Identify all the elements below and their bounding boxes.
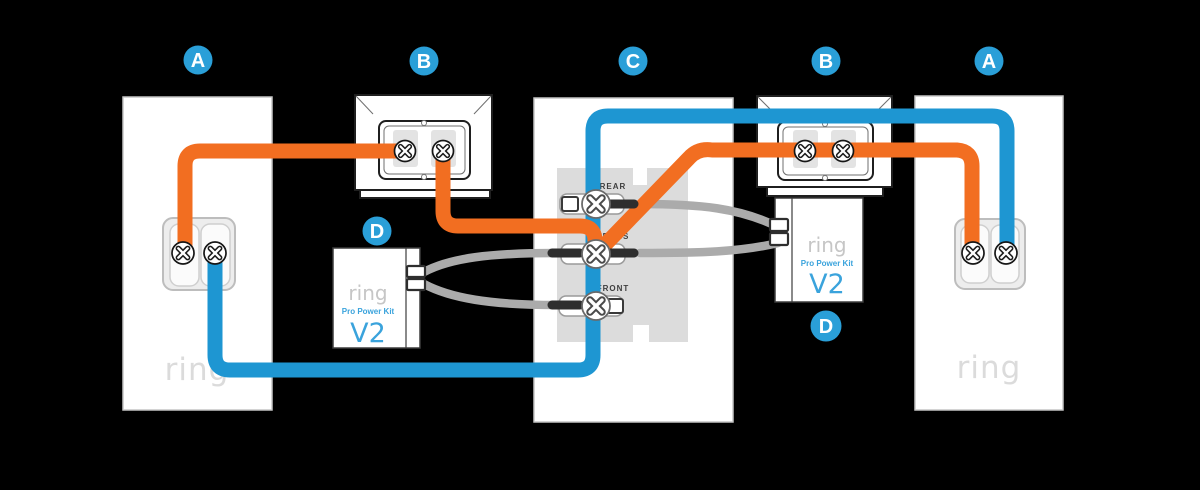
terminal-front-screw-icon — [581, 291, 611, 321]
screw-icon — [994, 241, 1018, 265]
terminal-rear-screw-icon — [581, 189, 611, 219]
badge-d-right: D — [810, 310, 842, 342]
kit-brand-left: ring — [348, 281, 387, 305]
svg-text:A: A — [982, 51, 996, 73]
terminal-label-rear: REAR — [600, 182, 627, 191]
badge-d-left: D — [362, 216, 392, 246]
svg-text:B: B — [819, 51, 833, 73]
svg-text:A: A — [191, 50, 205, 72]
kit-connector-right-top — [768, 217, 790, 233]
svg-text:D: D — [819, 316, 833, 338]
kit-connector-right-bottom — [768, 231, 790, 247]
wire-orange-left — [177, 143, 414, 261]
wire-gray-right-rear — [635, 199, 783, 232]
kit-name-right: Pro Power Kit — [801, 259, 854, 268]
kit-name-left: Pro Power Kit — [342, 307, 395, 316]
badge-c: C — [618, 46, 648, 76]
badge-a-right: A — [974, 46, 1004, 76]
terminal-label-front: FRONT — [597, 284, 630, 293]
screw-icon — [171, 241, 195, 265]
terminal-trans-screw-icon — [581, 239, 611, 269]
badge-a-left: A — [183, 45, 213, 75]
wires-gray — [419, 199, 783, 310]
pro-power-kit-right: ring Pro Power Kit V2 — [774, 197, 864, 303]
svg-text:C: C — [626, 51, 640, 73]
svg-text:D: D — [370, 221, 384, 243]
screw-icon — [961, 241, 985, 265]
kit-version-left: V2 — [350, 318, 386, 349]
screw-icon — [203, 241, 227, 265]
terminal-lugs — [405, 196, 790, 314]
screw-icon — [793, 139, 817, 163]
badge-b-left: B — [409, 46, 439, 76]
screw-icon — [393, 139, 417, 163]
kit-connector-left-bottom — [405, 277, 427, 292]
doorbell-brand-right: ring — [957, 350, 1022, 386]
kit-version-right: V2 — [809, 269, 845, 300]
kit-brand-right: ring — [807, 233, 846, 257]
pro-power-kit-left: ring Pro Power Kit V2 — [332, 247, 421, 349]
wire-gray-left-front — [419, 279, 561, 310]
screws — [171, 139, 1018, 265]
lug-rear-left — [561, 196, 579, 212]
screw-icon — [831, 139, 855, 163]
badge-b-right: B — [811, 46, 841, 76]
kit-connector-left-top — [405, 264, 427, 279]
svg-text:B: B — [417, 51, 431, 73]
screw-icon — [431, 139, 455, 163]
wire-gray-right-trans — [635, 238, 783, 258]
wire-gray-left-trans — [419, 248, 561, 277]
